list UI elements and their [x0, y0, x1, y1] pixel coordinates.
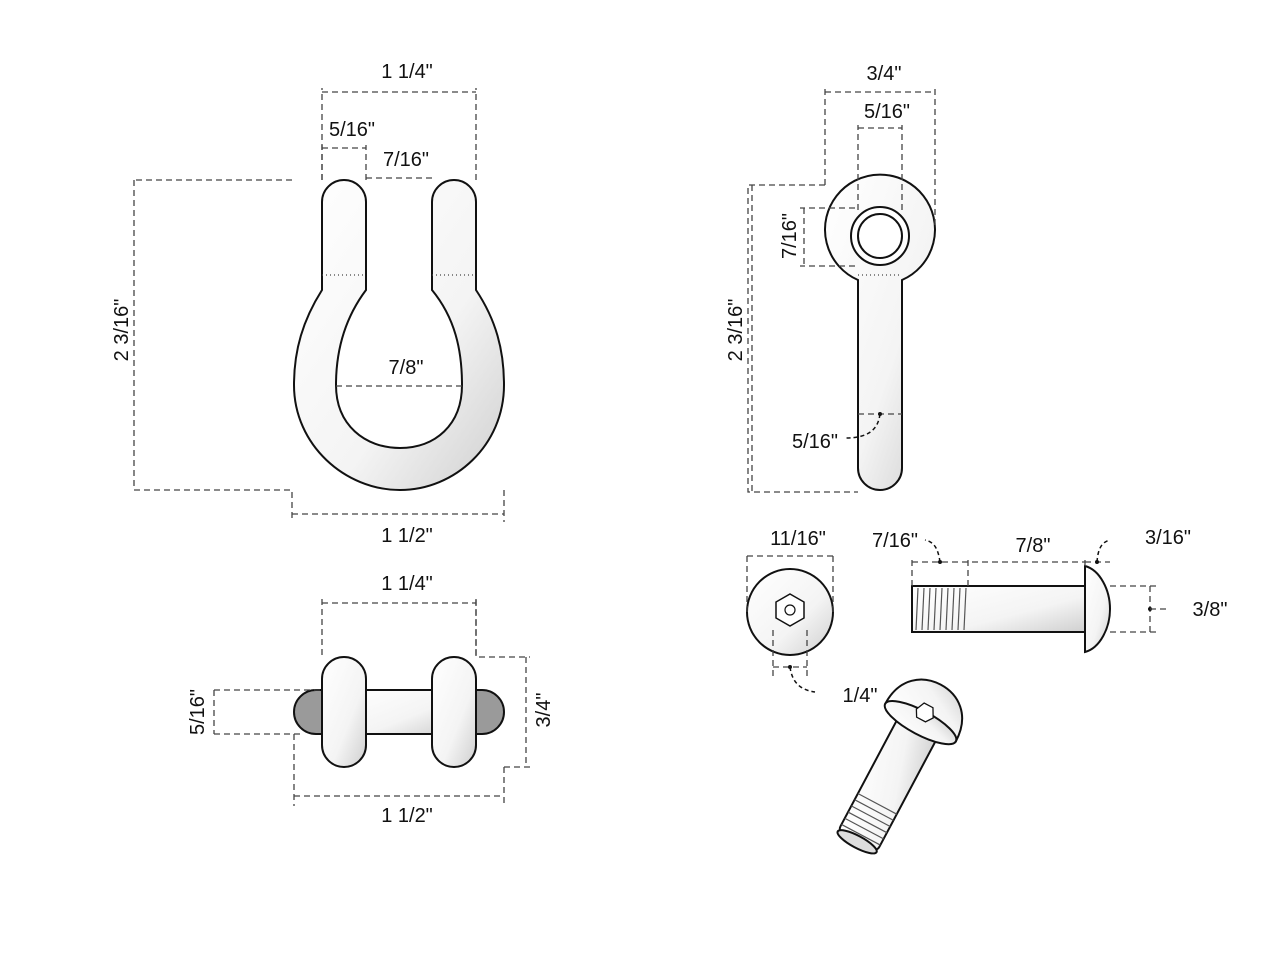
shackle-height-label: 2 3/16" [111, 299, 133, 362]
shackle-leg-width-label: 5/16" [329, 119, 375, 141]
shackle-front-view: 1 1/4" 5/16" 7/16" 2 3/16" 7/8" 1 1/2" [111, 61, 506, 547]
thread-length-label: 7/16" [872, 530, 918, 552]
ring-height-label: 3/4" [533, 693, 555, 728]
shackle-top-view: 1 1/4" 5/16" 3/4" 1 1/2" [187, 573, 555, 827]
bolt-isometric-view [836, 678, 964, 855]
hex-socket-label: 1/4" [843, 685, 878, 707]
top-view-length-label: 1 1/2" [381, 805, 433, 827]
hole-diameter-label: 5/16" [864, 101, 910, 123]
pin-diameter-label: 5/16" [187, 689, 209, 735]
shackle-gap-label: 7/16" [383, 149, 429, 171]
bolt-side-view: 7/16" 7/8" 3/16" 3/8" [872, 527, 1228, 654]
thread-lines [915, 587, 967, 631]
shackle-outer-width-label: 1 1/2" [381, 525, 433, 547]
head-diameter-label: 11/16" [770, 528, 826, 550]
bolt-shank-diameter-label: 3/8" [1193, 599, 1228, 621]
bolt-end-view: 11/16" 1/4" [746, 528, 878, 707]
hex-socket-icon [775, 593, 805, 627]
shackle-inner-width-label: 7/8" [389, 357, 424, 379]
eye-inner-label: 7/16" [779, 213, 801, 259]
shackle-top-width-label: 1 1/4" [381, 61, 433, 83]
shank-diameter-label: 5/16" [792, 431, 838, 453]
pin-length-label: 2 3/16" [725, 299, 747, 362]
shank-length-label: 7/8" [1016, 535, 1051, 557]
pin-side-view: 3/4" 5/16" 7/16" 2 3/16" 5/16" [725, 63, 936, 493]
head-height-label: 3/16" [1145, 527, 1191, 549]
eye-width-label: 3/4" [867, 63, 902, 85]
top-view-width-label: 1 1/4" [381, 573, 433, 595]
